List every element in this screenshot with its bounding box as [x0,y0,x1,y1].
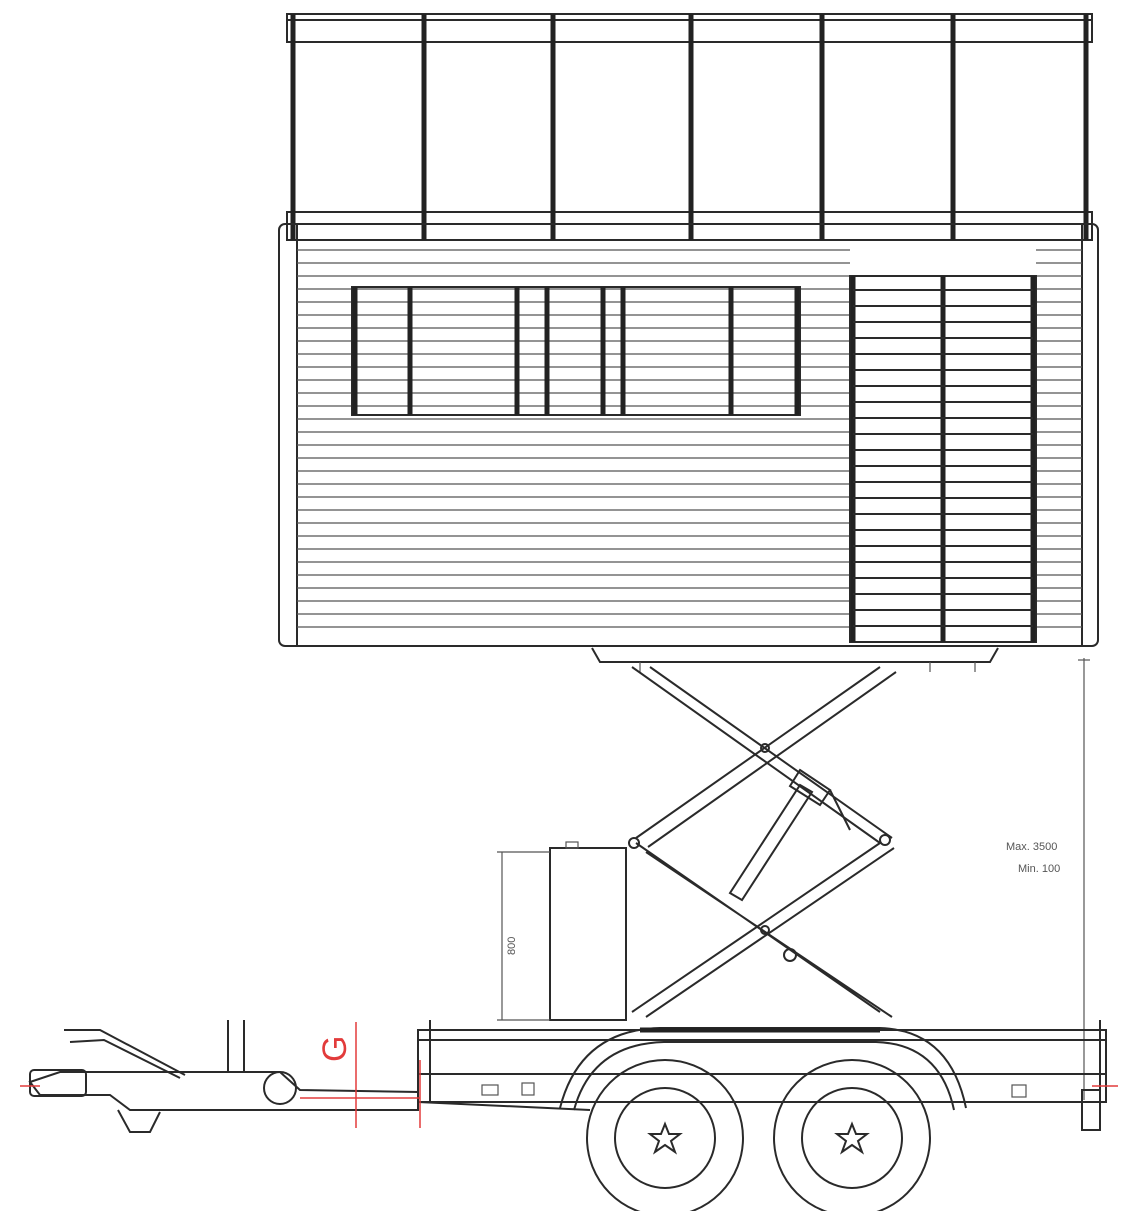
lift-height-min: Min. 100 [1018,863,1060,875]
lift-height-dimension-line [1078,658,1090,1100]
cabin-railing [286,13,1093,241]
scissor-mechanism [628,666,897,1018]
equipment-box [497,841,627,1021]
cabin-door [849,275,1037,643]
cabin-body [278,223,1099,672]
box-height-dimension: 800 [506,937,518,955]
cabin-siding [297,249,1082,628]
lift-height-max: Max. 3500 [1006,841,1057,853]
g-marker-label: G [316,1036,354,1062]
door-slats [853,289,1033,627]
cabin-windows [351,286,801,416]
trailer-wheel-front [586,1059,744,1211]
railing-posts [290,14,1089,240]
trailer-chassis [20,1020,1118,1133]
trailer-wheel-rear [773,1059,931,1211]
g-marker-lines [300,1022,421,1128]
